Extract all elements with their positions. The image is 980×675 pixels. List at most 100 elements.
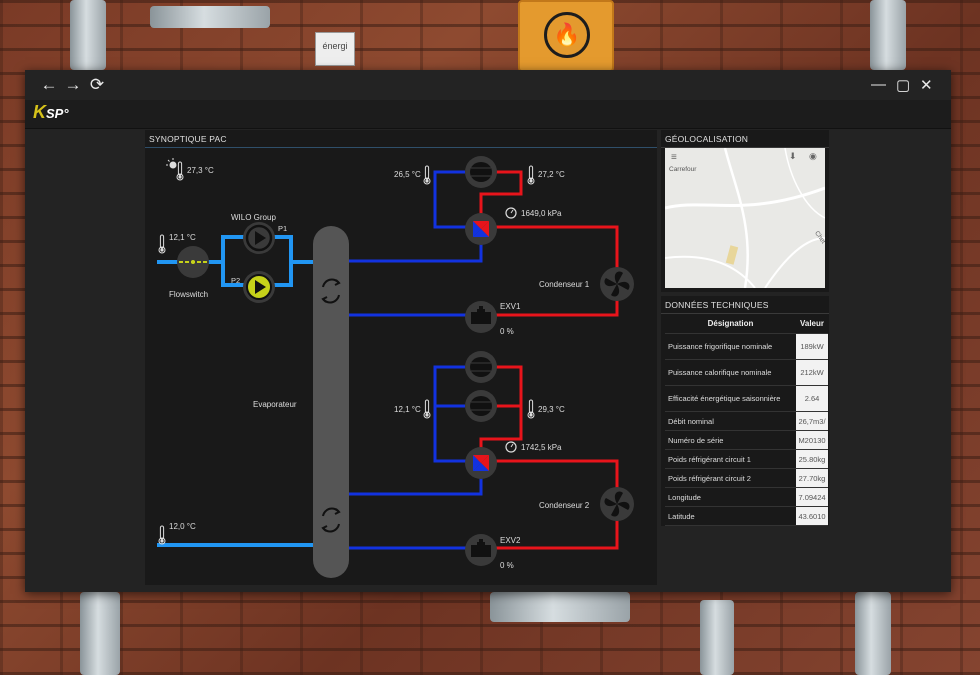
fan-condenser-1[interactable] [600, 267, 634, 301]
flame-icon: 🔥 [544, 12, 590, 58]
circuit1-hot-pipes [479, 170, 619, 317]
condenser-2-label: Condenseur 2 [539, 501, 590, 510]
compressor-c2a[interactable] [465, 351, 497, 383]
flowswitch[interactable] [177, 246, 209, 278]
download-icon[interactable]: ⬇ [789, 151, 797, 161]
thermometer-c2-suction-icon [423, 399, 431, 419]
row-label: Latitude [665, 506, 796, 526]
c1-suction-temp: 26,5 °C [394, 170, 421, 179]
app-window: ← → ⟳ — ▢ ✕ KSP° SYNOPTIQUE PAC [25, 70, 951, 592]
c2-discharge-temp: 29,3 °C [538, 405, 565, 414]
evaporator-body [313, 226, 349, 578]
pressure-gauge-c2-icon [505, 441, 517, 453]
thermometer-c2-discharge-icon [527, 399, 535, 419]
back-icon[interactable]: ← [40, 75, 58, 94]
pressure-gauge-c1-icon [505, 207, 517, 219]
exv2-opening: 0 % [500, 561, 514, 570]
synoptic-title: SYNOPTIQUE PAC [145, 130, 657, 148]
wall-pipe-left [70, 0, 106, 70]
logo-k: K [33, 102, 46, 122]
evaporator-label: Evaporateur [253, 400, 297, 409]
wall-pipe-top-left [150, 6, 270, 28]
row-value: 25.80kg [796, 449, 828, 469]
table-header-row: Désignation Valeur [665, 314, 828, 334]
pump-p1-label: P1 [278, 224, 287, 233]
exv2-valve[interactable] [465, 534, 497, 566]
row-value: 7.09424 [796, 487, 828, 507]
exv2-label: EXV2 [500, 536, 521, 545]
pump-p1[interactable] [243, 222, 275, 254]
title-bar: ← → ⟳ — ▢ ✕ [25, 70, 951, 100]
exv1-label: EXV1 [500, 302, 521, 311]
fire-sign: 🔥 [518, 0, 614, 72]
sun-icon [166, 158, 177, 169]
wall-pipe-right [870, 0, 906, 70]
four-way-valve-c1[interactable] [465, 213, 497, 245]
circuit1-cold-pipes [349, 170, 483, 317]
maximize-icon[interactable]: ▢ [896, 77, 911, 94]
row-value: 189kW [796, 333, 828, 360]
map-place-label: Carrefour [669, 166, 697, 173]
row-label: Numéro de série [665, 430, 796, 450]
compressor-c1[interactable] [465, 156, 497, 188]
pump-group-label: WILO Group [231, 213, 276, 222]
technical-data-table: Désignation Valeur Puissance frigorifiqu… [665, 314, 828, 526]
thermometer-inlet-icon [158, 234, 166, 254]
menu-icon[interactable]: ≡ [671, 152, 677, 163]
exv1-valve[interactable] [465, 301, 497, 333]
inlet-temp: 12,1 °C [169, 233, 196, 242]
minimize-icon[interactable]: — [871, 76, 886, 93]
wall-pipe-bottom-2 [490, 592, 630, 622]
row-label: Poids réfrigérant circuit 2 [665, 468, 796, 488]
condenser-1-label: Condenseur 1 [539, 280, 590, 289]
row-label: Débit nominal [665, 411, 796, 431]
evaporator-cycle-icon-top [321, 278, 341, 304]
refresh-icon[interactable]: ⟳ [89, 75, 105, 94]
c1-pressure: 1649,0 kPa [521, 209, 562, 218]
forward-icon[interactable]: → [64, 75, 82, 94]
row-label: Efficacité énergétique saisonnière [665, 385, 796, 412]
technical-data-panel: DONNÉES TECHNIQUES Désignation Valeur Pu… [661, 296, 829, 526]
compressor-c2b[interactable] [465, 390, 497, 422]
map-view[interactable]: ≡ Carrefour Chet ⬇ ◉ [665, 148, 825, 288]
pump-p2[interactable] [243, 271, 275, 303]
row-value: 212kW [796, 359, 828, 386]
pump-p2-label: P2 [231, 276, 240, 285]
exv1-opening: 0 % [500, 327, 514, 336]
outlet-temp: 12,0 °C [169, 522, 196, 531]
row-label: Puissance frigorifique nominale [665, 333, 796, 360]
wall-plaque: énergi [315, 32, 355, 66]
flowswitch-label: Flowswitch [169, 290, 208, 299]
fan-condenser-2[interactable] [600, 487, 634, 521]
four-way-valve-c2[interactable] [465, 447, 497, 479]
row-value: 43.6010 [796, 506, 828, 526]
wall-pipe-bottom-1 [80, 592, 120, 675]
geolocation-title: GÉOLOCALISATION [661, 130, 829, 148]
row-value: M20130 [796, 430, 828, 450]
logo-text: SP° [46, 106, 69, 121]
wall-pipe-bottom-3 [700, 600, 734, 675]
close-icon[interactable]: ✕ [920, 77, 933, 94]
geolocation-panel: GÉOLOCALISATION ≡ Carrefour Chet ⬇ ◉ [661, 130, 829, 292]
eye-icon[interactable]: ◉ [809, 151, 817, 161]
outdoor-temp: 27,3 °C [187, 166, 214, 175]
row-label: Poids réfrigérant circuit 1 [665, 449, 796, 469]
circuit2-hot-pipes [479, 365, 619, 550]
circuit2-cold-pipes [349, 365, 483, 550]
thermometer-c1-suction-icon [423, 165, 431, 185]
c2-suction-temp: 12,1 °C [394, 405, 421, 414]
technical-data-title: DONNÉES TECHNIQUES [661, 296, 829, 314]
row-label: Puissance calorifique nominale [665, 359, 796, 386]
c2-pressure: 1742,5 kPa [521, 443, 562, 452]
row-label: Longitude [665, 487, 796, 507]
evaporator-cycle-icon-bottom [321, 507, 341, 533]
ksp-logo[interactable]: KSP° [33, 102, 69, 123]
